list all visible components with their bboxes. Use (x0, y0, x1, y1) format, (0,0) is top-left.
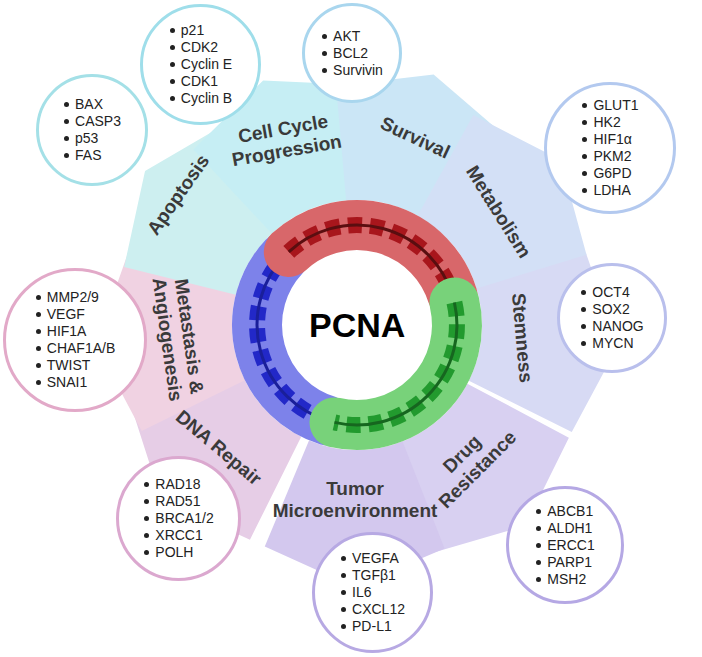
gene-item: HIF1α (581, 131, 638, 148)
gene-circle: p21CDK2Cyclin ECDK1Cyclin B (140, 4, 261, 125)
gene-item: PARP1 (535, 554, 594, 571)
gene-item: ALDH1 (535, 520, 594, 537)
gene-item: CASP3 (63, 113, 121, 130)
gene-list: AKTBCL2Survivin (321, 28, 383, 79)
gene-list: BAXCASP3p53FAS (63, 96, 121, 164)
gene-item: HIF1A (35, 323, 115, 340)
gene-item: TWIST (35, 357, 115, 374)
gene-item: CHAF1A/B (35, 340, 115, 357)
gene-circle: AKTBCL2Survivin (302, 3, 402, 103)
gene-item: HK2 (581, 114, 638, 131)
category-label: Tumor Microenvironment (260, 478, 450, 522)
gene-item: MMP2/9 (35, 289, 115, 306)
gene-item: VEGF (35, 306, 115, 323)
gene-item: POLH (143, 544, 213, 561)
gene-item: BAX (63, 96, 121, 113)
gene-item: PD-L1 (340, 618, 405, 635)
gene-item: XRCC1 (143, 527, 213, 544)
gene-item: p53 (63, 130, 121, 147)
gene-list: p21CDK2Cyclin ECDK1Cyclin B (169, 22, 232, 107)
gene-list: GLUT1HK2HIF1αPKM2G6PDLDHA (581, 97, 638, 199)
gene-circle: MMP2/9VEGFHIF1ACHAF1A/BTWISTSNAI1 (3, 268, 147, 412)
gene-item: FAS (63, 147, 121, 164)
gene-item: TGFβ1 (340, 567, 405, 584)
gene-item: PKM2 (581, 148, 638, 165)
gene-item: MYCN (580, 335, 643, 352)
gene-item: RAD18 (143, 476, 213, 493)
gene-item: NANOG (580, 318, 643, 335)
gene-item: G6PD (581, 165, 638, 182)
gene-item: SNAI1 (35, 374, 115, 391)
hub-title: PCNA (309, 305, 405, 345)
gene-item: GLUT1 (581, 97, 638, 114)
gene-item: BRCA1/2 (143, 510, 213, 527)
gene-item: CDK2 (169, 39, 232, 56)
gene-item: SOX2 (580, 301, 643, 318)
gene-circle: OCT4SOX2NANOGMYCN (557, 263, 667, 373)
gene-item: OCT4 (580, 284, 643, 301)
gene-item: BCL2 (321, 45, 383, 62)
category-band: Tumor Microenvironment (260, 478, 450, 522)
gene-circle: ABCB1ALDH1ERCC1PARP1MSH2 (506, 486, 624, 604)
gene-item: MSH2 (535, 571, 594, 588)
gene-list: RAD18RAD51BRCA1/2XRCC1POLH (143, 476, 213, 561)
gene-item: CDK1 (169, 73, 232, 90)
gene-item: RAD51 (143, 493, 213, 510)
gene-item: ERCC1 (535, 537, 594, 554)
gene-circle: GLUT1HK2HIF1αPKM2G6PDLDHA (544, 82, 676, 214)
gene-list: MMP2/9VEGFHIF1ACHAF1A/BTWISTSNAI1 (35, 289, 115, 391)
gene-list: VEGFATGFβ1IL6CXCL12PD-L1 (340, 550, 405, 635)
gene-item: CXCL12 (340, 601, 405, 618)
gene-circle: BAXCASP3p53FAS (36, 74, 148, 186)
gene-circle: RAD18RAD51BRCA1/2XRCC1POLH (116, 456, 241, 581)
gene-item: p21 (169, 22, 232, 39)
protein-hub: PCNA (309, 305, 405, 345)
gene-item: IL6 (340, 584, 405, 601)
gene-item: Cyclin E (169, 56, 232, 73)
gene-list: ABCB1ALDH1ERCC1PARP1MSH2 (535, 503, 594, 588)
gene-item: ABCB1 (535, 503, 594, 520)
gene-circle: VEGFATGFβ1IL6CXCL12PD-L1 (312, 532, 433, 653)
gene-item: AKT (321, 28, 383, 45)
gene-item: Survivin (321, 62, 383, 79)
gene-item: Cyclin B (169, 90, 232, 107)
gene-item: VEGFA (340, 550, 405, 567)
gene-item: LDHA (581, 182, 638, 199)
gene-list: OCT4SOX2NANOGMYCN (580, 284, 643, 352)
